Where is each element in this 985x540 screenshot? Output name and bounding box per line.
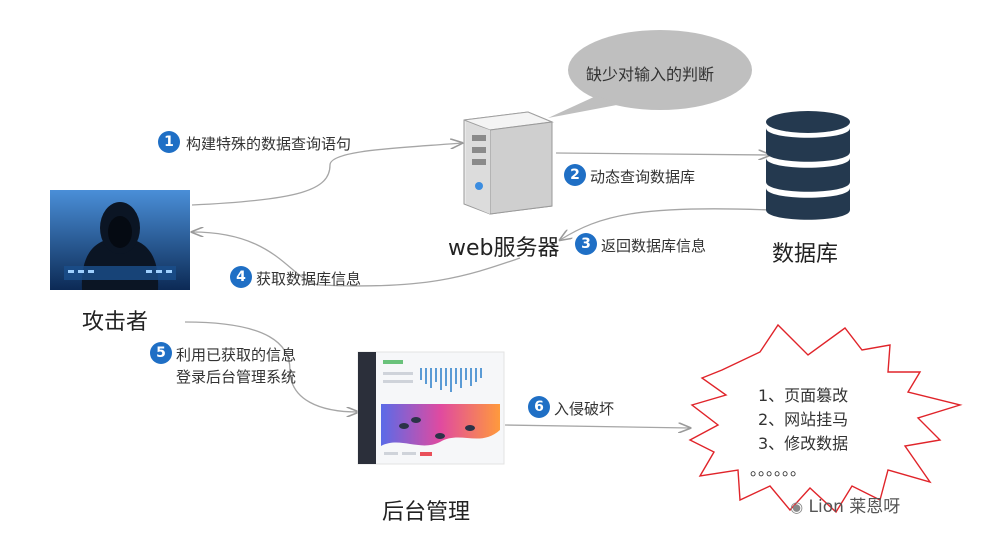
step-5-text-line1: 利用已获取的信息	[176, 346, 297, 364]
step-2-badge: 2	[564, 164, 586, 186]
step-3-text: 返回数据库信息	[601, 237, 707, 255]
admin-dashboard-image	[357, 351, 505, 465]
step-4-badge: 4	[230, 266, 252, 288]
arrow-step-6	[504, 425, 690, 428]
hacker-image	[50, 190, 190, 290]
damage-item-ellipsis: 。。。。。。	[750, 460, 807, 479]
wechat-icon: ◉	[790, 498, 804, 516]
node-attacker-label: 攻击者	[82, 310, 149, 335]
step-3-badge: 3	[575, 233, 597, 255]
step-6-badge: 6	[528, 396, 550, 418]
arrow-step-1	[191, 143, 462, 206]
arrow-step-5	[184, 321, 358, 412]
server-icon	[463, 111, 554, 215]
step-5-badge: 5	[150, 342, 172, 364]
watermark-text: Lion 莱恩呀	[808, 497, 901, 517]
node-web-server-label: web服务器	[448, 236, 560, 261]
step-6-text: 入侵破坏	[554, 400, 615, 418]
step-1-badge: 1	[158, 131, 180, 153]
arrow-step-3	[560, 208, 771, 240]
step-5-text-line2: 登录后台管理系统	[176, 368, 297, 386]
arrow-step-2	[555, 153, 770, 155]
step-2-text: 动态查询数据库	[590, 168, 696, 186]
arrow-step-4	[192, 232, 521, 287]
damage-item-1: 1、页面篡改	[758, 386, 849, 405]
watermark: ◉ Lion 莱恩呀	[790, 492, 900, 517]
damage-burst	[688, 323, 963, 514]
step-1-text: 构建特殊的数据查询语句	[186, 135, 352, 153]
callout-text: 缺少对输入的判断	[586, 65, 715, 84]
damage-item-3: 3、修改数据	[758, 434, 849, 453]
step-4-text: 获取数据库信息	[256, 270, 362, 288]
database-icon	[766, 111, 850, 220]
node-admin-label: 后台管理	[382, 500, 471, 525]
node-database-label: 数据库	[772, 242, 839, 267]
callout-bubble	[548, 30, 752, 118]
damage-item-2: 2、网站挂马	[758, 410, 849, 429]
